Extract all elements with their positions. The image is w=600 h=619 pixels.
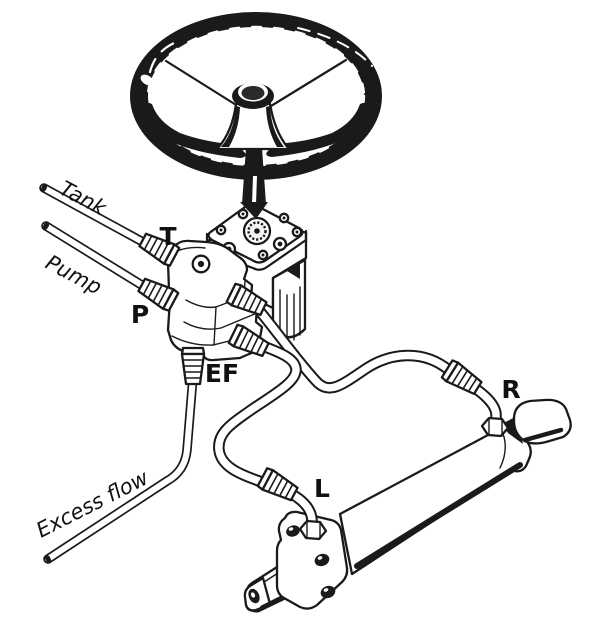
cylinder-rod-right-stripe	[522, 427, 564, 443]
label-port-l: L	[314, 474, 330, 503]
wheel-rim-highlight-right	[297, 27, 373, 67]
wheel-spoke-left	[139, 102, 246, 158]
steering-column	[240, 148, 268, 219]
label-port-t: T	[159, 222, 176, 251]
wheel-hub-bell-shade-right	[266, 106, 284, 147]
cylinder-shadow-stripe	[354, 462, 523, 569]
wheel-spoke-lines	[164, 58, 348, 110]
label-port-r: R	[501, 375, 520, 404]
label-port-ef: EF	[205, 359, 239, 388]
valve-block-bolt-center	[197, 260, 205, 268]
priority-valve-block	[135, 229, 272, 386]
unit-cylinder-shading	[279, 286, 301, 343]
ef-port-fitting	[180, 346, 206, 386]
cylinder-barrel	[338, 423, 532, 576]
flange-bolt-hole-2	[314, 553, 330, 567]
unit-shadow-wedge	[287, 264, 300, 279]
tank-line-end-cap	[40, 183, 48, 193]
pump-line-end-cap	[42, 221, 50, 231]
column-highlight-slit	[252, 176, 257, 204]
right-port-nut	[480, 416, 510, 438]
wheel-spoke-right	[266, 102, 373, 157]
flange-bolt-hole-3-highlight	[323, 588, 329, 592]
left-port-nut	[298, 519, 328, 541]
left-hose	[213, 337, 328, 541]
unit-splined-shaft	[242, 216, 272, 246]
flange-bolt-hole-3	[320, 585, 336, 599]
wheel-rim-highlight-spot	[140, 74, 154, 86]
flange-bolt-hole-2-highlight	[317, 556, 323, 560]
wheel-hub-bell-shade-left	[221, 106, 240, 147]
flange-bolt-hole-1-highlight	[288, 527, 294, 531]
excess-flow-line	[43, 372, 198, 564]
label-port-p: P	[131, 300, 149, 329]
steering-cylinder	[243, 398, 572, 613]
cylinder-rod-left-tip-hole	[250, 592, 256, 598]
right-hose	[246, 296, 510, 438]
left-hose-fitting	[256, 466, 301, 505]
wheel-hub-cap-top	[241, 86, 265, 100]
wheel-rim-highlight-left	[148, 38, 184, 74]
valve-block-contours	[171, 246, 258, 346]
steering-control-unit	[205, 203, 308, 343]
column-tip	[240, 202, 268, 219]
excess-flow-end-cap	[44, 554, 52, 564]
